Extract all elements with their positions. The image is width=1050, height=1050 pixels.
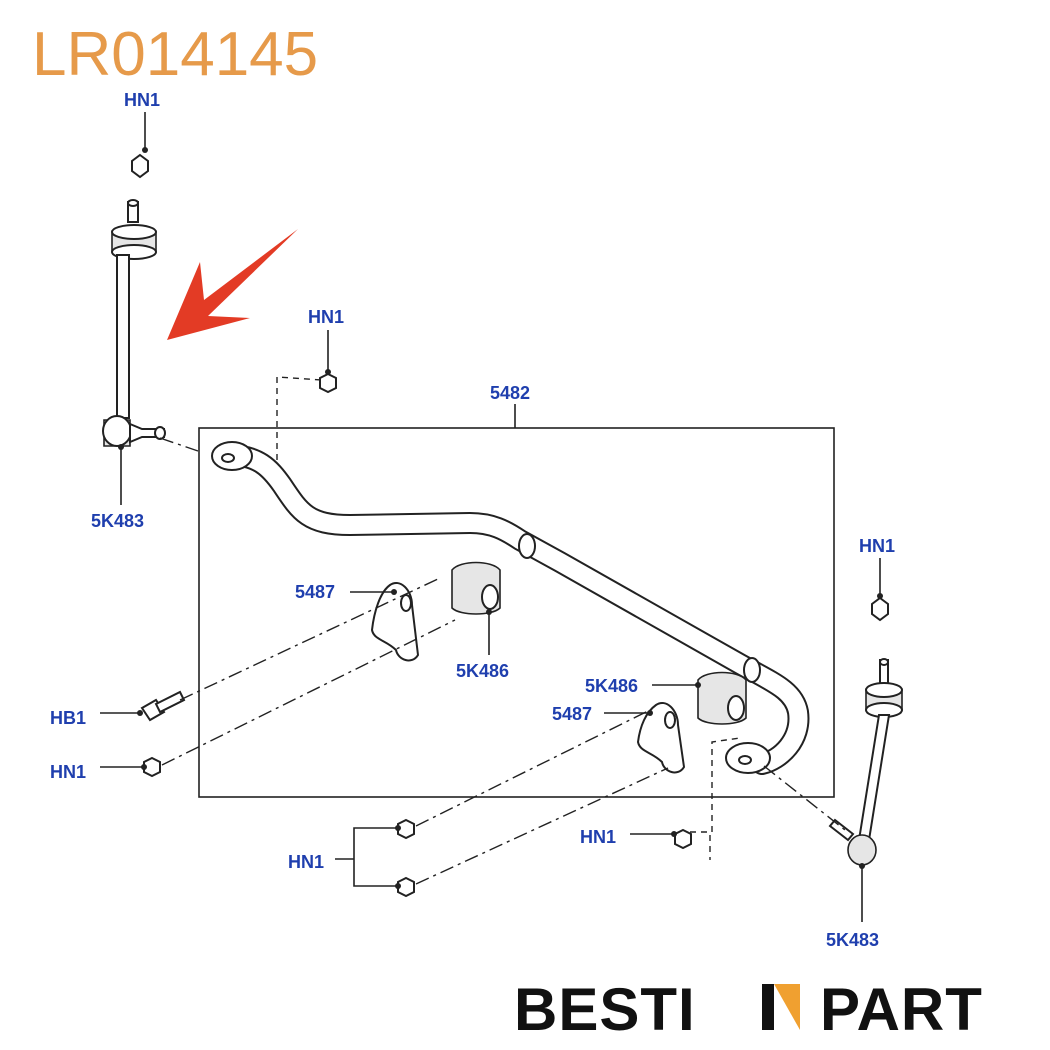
brand-left: BESTI [514, 976, 696, 1043]
bushing-right [697, 671, 747, 725]
leader-dots [118, 147, 883, 889]
label-hn1-bottom-mid: HN1 [580, 827, 616, 847]
label-hn1-top-left: HN1 [124, 90, 160, 110]
label-bracket-left: 5487 [295, 582, 335, 602]
pointer-arrow-icon [167, 229, 298, 340]
leader-lines [100, 112, 881, 922]
stabilizer-bar [211, 441, 810, 775]
nut-hn1-top-mid [319, 372, 337, 394]
label-link-left: 5K483 [91, 511, 144, 531]
nut-icon [871, 596, 889, 622]
label-bolt: HB1 [50, 708, 86, 728]
label-hn1-bottom-group: HN1 [288, 852, 324, 872]
label-stabilizer-bar: 5482 [490, 383, 530, 403]
label-bushing-right: 5K486 [585, 676, 638, 696]
nut-hn1-bottom-1 [397, 818, 415, 840]
nut-hn1-bottom-2 [397, 876, 415, 898]
label-hn1-right: HN1 [859, 536, 895, 556]
stabilizer-link-left [102, 153, 166, 447]
bracket-left [370, 582, 420, 662]
bushing-left [451, 561, 501, 615]
label-bracket-right: 5487 [552, 704, 592, 724]
stabilizer-bar-box [198, 404, 835, 798]
bracket-right [636, 702, 686, 774]
brand-n-accent [774, 984, 800, 1030]
brand-logo: BESTI PART [514, 976, 983, 1043]
nut-hn1-bottom-mid [674, 828, 692, 850]
label-bushing-left: 5K486 [456, 661, 509, 681]
stabilizer-link-right [828, 596, 903, 866]
nut-hn1-lower-left [143, 756, 161, 778]
assembly-lines [159, 376, 846, 885]
brand-n-stem [762, 984, 774, 1030]
label-link-right: 5K483 [826, 930, 879, 950]
nut-icon [131, 153, 149, 179]
part-number-title: LR014145 [32, 20, 318, 89]
label-hn1-top-mid: HN1 [308, 307, 344, 327]
bolt-hb1 [140, 690, 186, 722]
brand-right: PART [820, 976, 983, 1043]
label-hn1-lower-left: HN1 [50, 762, 86, 782]
